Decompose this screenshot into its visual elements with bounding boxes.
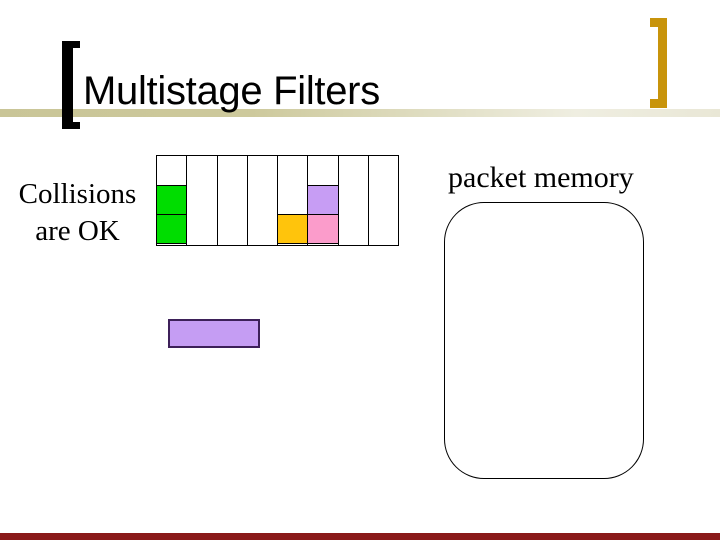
counter-cell-green xyxy=(156,184,188,216)
counter-cell-pink xyxy=(307,214,339,245)
matched-flow-rectangle xyxy=(168,319,260,348)
counter-column-6 xyxy=(307,156,339,245)
counter-cell-gold xyxy=(277,214,309,245)
counter-column-1 xyxy=(156,156,188,245)
slide-title: Multistage Filters xyxy=(83,69,380,113)
collisions-caption-line2: are OK xyxy=(35,215,120,247)
counter-column-3 xyxy=(218,156,248,245)
bottom-bar xyxy=(0,533,720,540)
counter-grid xyxy=(156,155,399,246)
title-rule xyxy=(0,109,720,117)
collisions-caption: Collisions are OK xyxy=(5,176,150,250)
counter-column-8 xyxy=(369,156,398,245)
counter-column-5 xyxy=(277,156,309,245)
counter-cell-green xyxy=(156,214,188,245)
right-bracket-decoration xyxy=(650,18,667,108)
counter-column-4 xyxy=(248,156,278,245)
left-bracket-decoration xyxy=(62,41,80,129)
counter-cell-lavender xyxy=(307,184,339,216)
packet-memory-box xyxy=(444,202,644,479)
packet-memory-label: packet memory xyxy=(448,161,634,194)
counter-column-7 xyxy=(339,156,369,245)
counter-column-2 xyxy=(187,156,218,245)
collisions-caption-line1: Collisions xyxy=(18,178,137,210)
